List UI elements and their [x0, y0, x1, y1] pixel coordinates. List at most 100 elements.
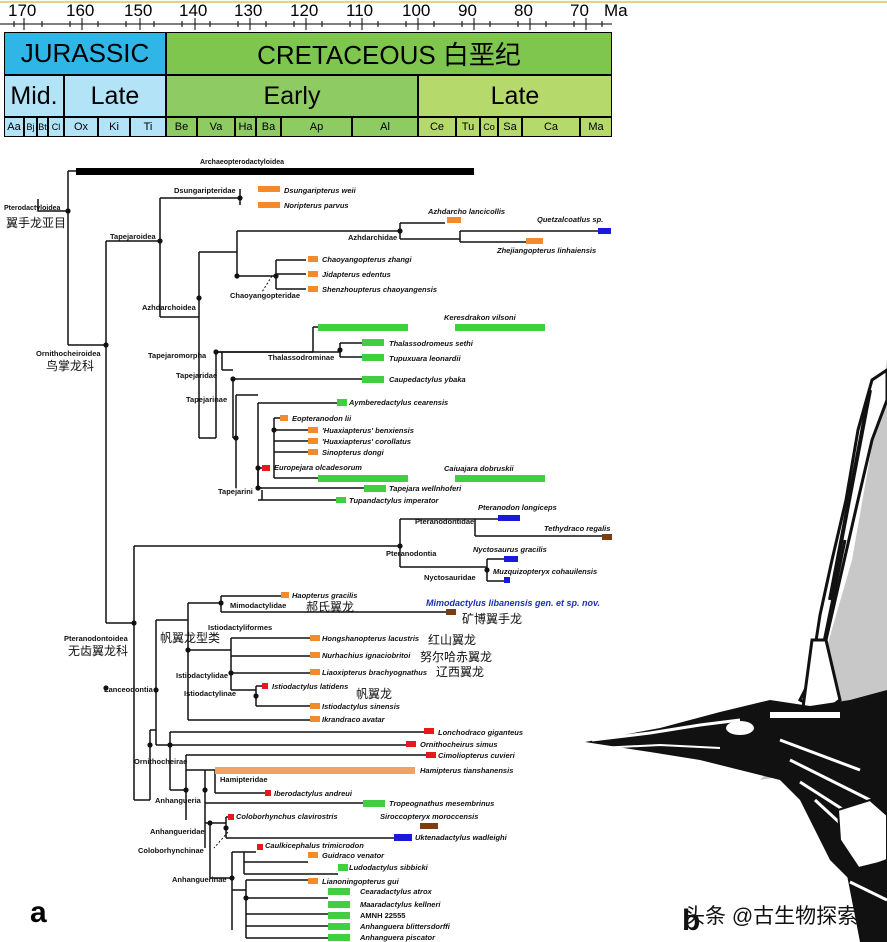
chaoyangopterus-bar — [308, 256, 318, 262]
label-mimodactylus: Mimodactylus libanensis gen. et sp. nov. — [426, 598, 600, 608]
label-hongshanopterus: Hongshanopterus lacustris — [322, 634, 419, 643]
tree-node — [243, 895, 249, 901]
tree-node — [228, 670, 234, 676]
label-dsungaripterus: Dsungaripterus weii — [284, 186, 357, 195]
label-tethydraco: Tethydraco regalis — [544, 524, 610, 533]
label-cearadactylus: Cearadactylus atrox — [360, 887, 433, 896]
label-hamipteridae: Hamipteridae — [220, 775, 268, 784]
pterosaur-silhouette — [585, 360, 887, 942]
scale-tick-label: 90 — [458, 1, 477, 20]
label-nurhachius-cn: 努尔哈赤翼龙 — [420, 649, 492, 664]
label-nyctosauridae: Nyctosauridae — [424, 573, 476, 582]
scale-unit: Ma — [604, 1, 628, 20]
scale-ticks — [13, 18, 603, 30]
tree-node — [223, 825, 229, 831]
tree-dashed-branch — [261, 275, 273, 293]
amnh-bar — [328, 912, 350, 919]
stage-ki: Ki — [98, 117, 130, 137]
scale-tick-label: 150 — [124, 1, 153, 20]
label-aymberedactylus: Aymberedactylus cearensis — [348, 398, 448, 407]
stage-bt: Bt — [37, 117, 48, 137]
label-haopterus: Haopterus gracilis — [292, 591, 357, 600]
liaoxipterus-bar — [310, 669, 320, 675]
stage-ap: Ap — [281, 117, 352, 137]
aymberedactylus-bar — [337, 399, 347, 406]
tree-node — [157, 238, 163, 244]
stage-cl: Cl — [48, 117, 64, 137]
stage-ca: Ca — [522, 117, 580, 137]
label-lanceodontia: Lanceodontia — [104, 685, 154, 694]
label-tapejarinae: Tapejarinae — [186, 395, 227, 404]
zhejiangopterus-bar — [526, 238, 543, 244]
label-sinopterus: Sinopterus dongi — [322, 448, 385, 457]
label-quetzalcoatlus: Quetzalcoatlus sp. — [537, 215, 603, 224]
label-tapejaroidea: Tapejaroidea — [110, 232, 157, 241]
label-huaxia-benx: 'Huaxiapterus' benxiensis — [322, 426, 414, 435]
tupandactylus-bar — [336, 497, 346, 503]
iberodactylus-bar — [265, 790, 271, 796]
caulkicephalus-bar — [257, 844, 263, 850]
stage-ba: Ba — [256, 117, 281, 137]
scale-tick-label: 160 — [66, 1, 95, 20]
quetzalcoatlus-bar — [598, 228, 611, 234]
label-ornithocheiroidea-cn: 鸟掌龙科 — [46, 358, 94, 373]
label-huaxia-coro: 'Huaxiapterus' corollatus — [322, 437, 411, 446]
label-anhangueria: Anhangueria — [155, 796, 202, 805]
scale-tick-label: 120 — [290, 1, 319, 20]
label-eopteranodon: Eopteranodon lii — [292, 414, 352, 423]
nurhachius-bar — [310, 652, 320, 658]
label-tupuxuara: Tupuxuara leonardii — [389, 354, 461, 363]
tree-node — [196, 295, 202, 301]
keresdrakon-bar-1 — [318, 324, 408, 331]
label-tapejaromorpha: Tapejaromorpha — [148, 351, 207, 360]
tree-node — [253, 693, 259, 699]
label-lianoningopterus: Lianoningopterus gui — [322, 877, 400, 886]
label-thalassodromeus: Thalassodromeus sethi — [389, 339, 474, 348]
tupuxuara-bar — [362, 354, 384, 361]
pteranodon-bar — [498, 515, 520, 521]
period-jurassic: JURASSIC — [4, 32, 166, 75]
tree-node — [229, 875, 235, 881]
tree-node — [153, 687, 159, 693]
label-istiodactyliformes-cn: 帆翼龙型类 — [160, 630, 220, 645]
dsungaripterus-bar — [258, 186, 280, 192]
tree-node — [237, 195, 243, 201]
haopterus-bar — [281, 592, 289, 598]
tree-node — [271, 427, 277, 433]
label-mimodactylidae: Mimodactylidae — [230, 601, 286, 610]
stage-co: Co — [480, 117, 498, 137]
label-pteranodontoidea: Pteranodontoidea — [64, 634, 129, 643]
label-uktenadactylus: Uktenadactylus wadleighi — [415, 833, 508, 842]
stage-ma: Ma — [580, 117, 612, 137]
label-cimoliopterus: Cimoliopterus cuvieri — [438, 751, 516, 760]
label-mimodactylus-cn: 矿博翼手龙 — [462, 611, 522, 626]
label-chaoyangopteridae: Chaoyangopteridae — [230, 291, 300, 300]
tree-dashed-branch — [213, 831, 229, 849]
label-pteranodontidae: Pteranodontidae — [415, 517, 474, 526]
ikrandraco-bar — [310, 716, 320, 722]
archaeopterodactyloidea-bar — [76, 168, 474, 175]
label-tropeognathus: Tropeognathus mesembrinus — [389, 799, 494, 808]
epoch-late-cretaceous: Late — [418, 75, 612, 117]
tree-node — [255, 485, 261, 491]
label-amnh: AMNH 22555 — [360, 911, 405, 920]
label-hamipterus: Hamipterus tianshanensis — [420, 766, 513, 775]
period-cretaceous: CRETACEOUS 白垩纪 — [166, 32, 612, 75]
label-archaeopterodactyloidea: Archaeopterodactyloidea — [200, 159, 284, 166]
label-maaradactylus: Maaradactylus kellneri — [360, 900, 441, 909]
label-chaoyangopterus: Chaoyangopterus zhangi — [322, 255, 413, 264]
label-anhanguera-blitt: Anhanguera blittersdorffi — [359, 922, 451, 931]
caiuajara-bar-2 — [455, 475, 545, 482]
label-jidapterus: Jidapterus edentus — [322, 270, 391, 279]
taxon-labels: Pterodactyloidea翼手龙亚目Archaeopterodactylo… — [4, 159, 610, 942]
label-coloborhynchus: Coloborhynchus clavirostris — [236, 812, 338, 821]
uktenadactylus-bar — [394, 834, 412, 841]
stage-va: Va — [197, 117, 235, 137]
label-coloborhynchinae: Coloborhynchinae — [138, 846, 204, 855]
epoch-late-jurassic: Late — [64, 75, 166, 117]
scale-tick-label: 140 — [179, 1, 208, 20]
tree-node — [103, 685, 109, 691]
ludodactylus-bar — [338, 864, 348, 871]
cladogram — [37, 170, 604, 939]
anhanguera-pisc-bar — [328, 934, 350, 941]
